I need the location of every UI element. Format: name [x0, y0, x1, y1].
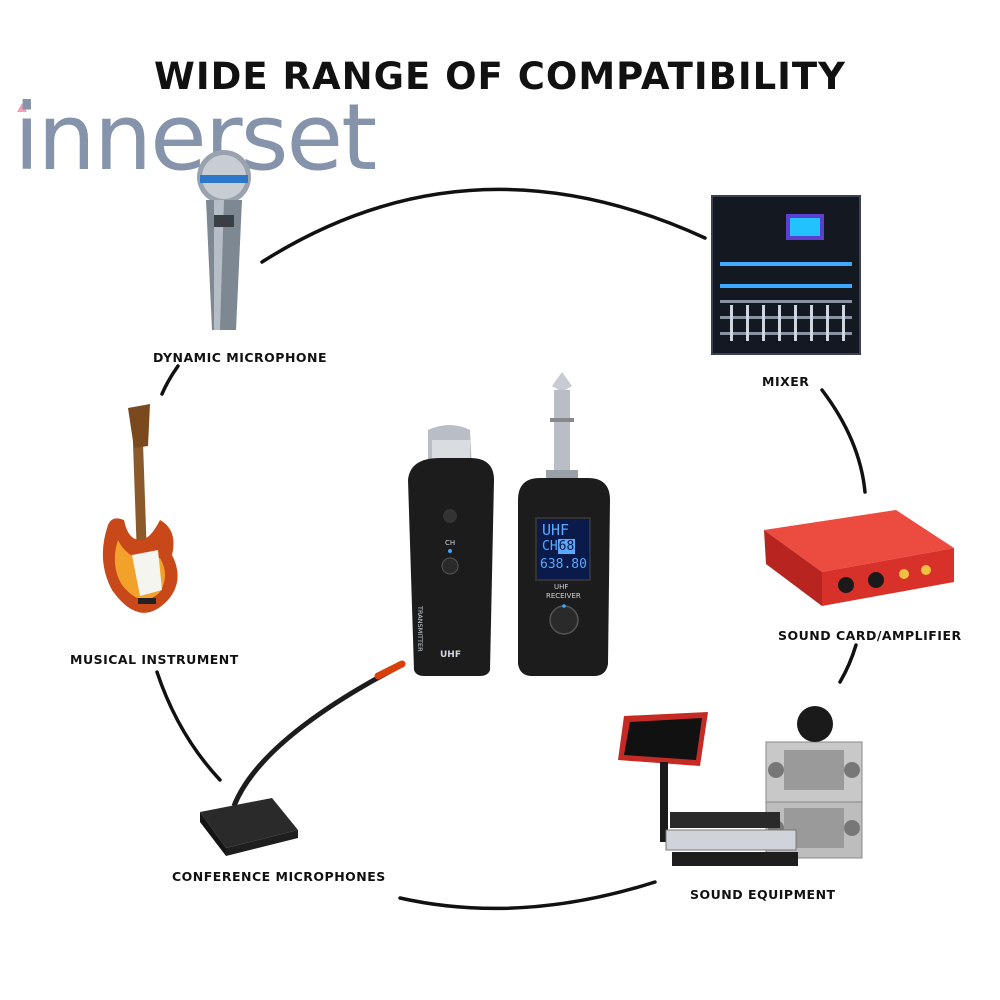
receiver-screen-channel: CH68 [542, 539, 576, 554]
receiver-screen-band: UHF [542, 521, 570, 539]
sound-card-icon [764, 510, 954, 606]
page-title: WIDE RANGE OF COMPATIBILITY [154, 55, 846, 98]
label-musical-instrument: MUSICAL INSTRUMENT [70, 652, 239, 667]
receiver-band-label: UHF [554, 583, 569, 591]
guitar-icon [102, 404, 178, 613]
receiver-ch-value: 68 [557, 539, 576, 554]
receiver-name-label: RECEIVER [546, 592, 581, 600]
label-sound-card: SOUND CARD/AMPLIFIER [778, 628, 962, 643]
arc-right-upper [820, 388, 867, 494]
receiver-ch-text: CH [542, 539, 558, 554]
arc-right-lower [838, 643, 858, 684]
brand-accent [17, 103, 27, 112]
transmitter-band-label: UHF [440, 650, 461, 660]
label-sound-equipment: SOUND EQUIPMENT [690, 887, 836, 902]
arc-bottom [398, 880, 657, 911]
arc-left-upper [160, 364, 180, 396]
transmitter-ch-label: CH [445, 539, 456, 547]
mixer-icon [711, 195, 861, 355]
connection-ring [155, 187, 867, 911]
transmitter-side-text: TRANSMITTER [416, 606, 424, 652]
sound-equipment-icon [618, 706, 863, 866]
label-mixer: MIXER [762, 374, 810, 389]
label-dynamic-microphone: DYNAMIC MICROPHONE [153, 350, 328, 365]
transmitter-device [408, 425, 494, 676]
label-conference-microphones: CONFERENCE MICROPHONES [172, 869, 386, 884]
conference-microphone-icon [200, 660, 406, 856]
dynamic-microphone-icon [197, 150, 251, 330]
receiver-screen-frequency: 638.80 [540, 557, 587, 572]
brand-watermark: innerset [14, 84, 377, 191]
arc-top [260, 187, 707, 264]
arc-left-lower [155, 670, 222, 782]
